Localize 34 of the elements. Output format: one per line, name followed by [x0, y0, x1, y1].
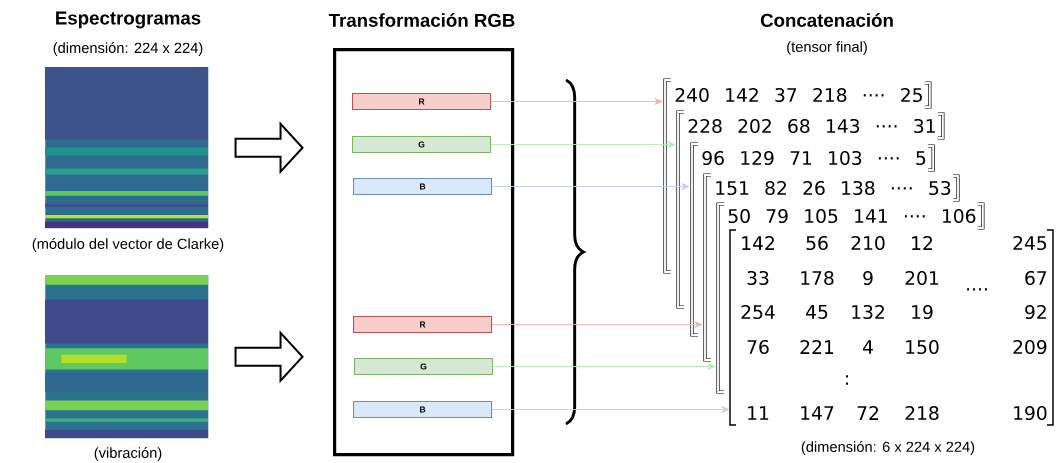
- matrix-row: 228 202 68 143 ···· 31: [688, 112, 945, 140]
- heading: Transformación RGB: [328, 13, 515, 27]
- channel-bar: R: [353, 316, 493, 334]
- arrow: [491, 183, 690, 190]
- matrix-row: 151 82 26 138 ···· 53: [716, 174, 960, 202]
- matrix-row: 240 142 37 218 ···· 25: [675, 81, 932, 109]
- matrix-bracket: [690, 142, 699, 337]
- node-label: (vibración): [94, 447, 162, 461]
- picture: [45, 275, 209, 439]
- arrow: [490, 141, 676, 148]
- channel-bar: R: [352, 93, 492, 111]
- arrow: [491, 321, 703, 328]
- node-label: (módulo del vector de Clarke): [32, 238, 224, 252]
- matrix-bracket: [663, 78, 672, 274]
- caption: (dimensión: 6 x 224 x 224): [801, 441, 975, 455]
- matrix-bracket: [703, 173, 712, 362]
- heading: Espectrogramas: [56, 11, 201, 29]
- matrix-row: 96 129 71 103 ···· 5: [702, 144, 935, 172]
- channel-bar: B: [353, 178, 493, 196]
- channel-bar: B: [353, 401, 493, 419]
- block-arrow: [234, 121, 304, 175]
- picture: [45, 67, 209, 229]
- matrix: 142 56 210 12 245 33 178 9 201 ···· 67 254 45 132 19 92 76 221 4 150 209 : 11 147 72 218 190: [729, 229, 1054, 426]
- channel-bar: G: [354, 358, 494, 376]
- matrix-bracket: [716, 202, 725, 394]
- caption: (tensor final): [787, 41, 867, 55]
- matrix-bracket: [676, 110, 685, 309]
- heading: Concatenación: [760, 13, 893, 27]
- arrow: [490, 98, 663, 105]
- arrow: [492, 363, 716, 370]
- arrow: [491, 406, 730, 413]
- block-arrow: [234, 330, 304, 384]
- matrix-row: 50 79 105 141 ···· 106: [728, 202, 985, 230]
- channel-bar: G: [352, 136, 492, 154]
